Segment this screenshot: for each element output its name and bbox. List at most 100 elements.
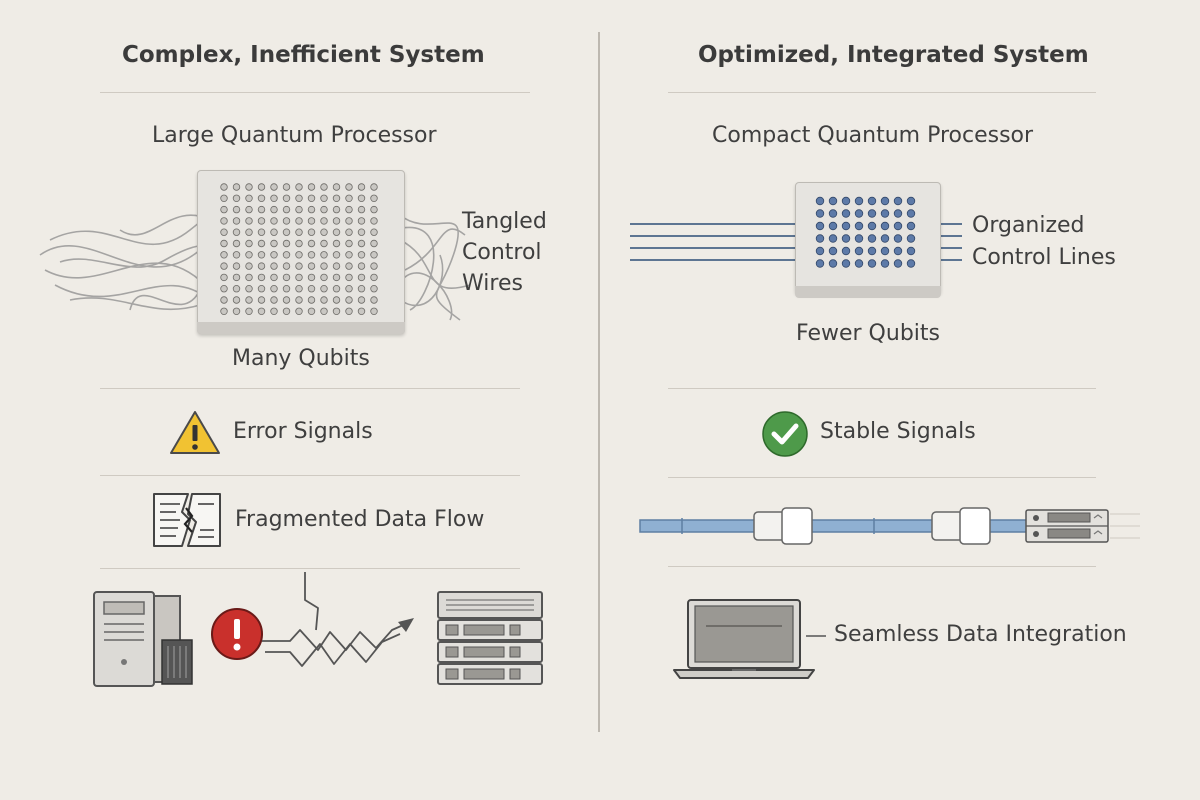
qubit-dot <box>320 239 328 248</box>
qubit-dot <box>345 205 353 214</box>
left-rule-2 <box>100 388 520 389</box>
qubit-dot <box>906 259 916 268</box>
qubit-dot <box>245 262 253 270</box>
qubit-dot <box>295 183 303 191</box>
qubit-dot <box>220 273 228 282</box>
qubit-dot <box>257 262 266 270</box>
qubit-dot <box>880 221 890 231</box>
qubit-dot <box>370 217 378 225</box>
qubit-dot <box>370 251 378 259</box>
qubit-dot <box>232 307 241 315</box>
qubit-dot <box>282 262 291 270</box>
left-rule-3 <box>100 475 520 476</box>
qubit-dot <box>295 194 303 202</box>
qubit-dot <box>270 239 278 248</box>
qubit-dot <box>893 221 903 231</box>
qubit-dot <box>345 307 353 315</box>
qubit-dot <box>370 239 378 248</box>
qubit-dot <box>854 246 864 256</box>
qubit-dot <box>893 234 903 243</box>
qubit-dot <box>345 285 353 293</box>
qubit-dot <box>357 285 366 293</box>
qubit-dot <box>828 209 838 218</box>
qubit-dot <box>867 221 877 231</box>
qubit-dot <box>370 273 378 282</box>
qubit-dot <box>320 262 328 270</box>
qubit-dot <box>345 296 353 304</box>
qubit-dot <box>867 259 877 268</box>
qubit-dot <box>854 221 864 231</box>
qubit-dot <box>270 285 278 293</box>
qubit-dot <box>332 296 341 304</box>
qubit-dot <box>867 209 877 218</box>
qubit-dot <box>220 285 228 293</box>
qubit-dot <box>332 194 341 202</box>
tangled-wires-label: Tangled Control Wires <box>462 206 547 299</box>
qubit-dot <box>270 205 278 214</box>
qubit-dot <box>220 296 228 304</box>
right-processor-label: Compact Quantum Processor <box>712 123 1034 148</box>
qubit-dot <box>295 205 303 214</box>
qubit-dot <box>282 285 291 293</box>
qubit-dot <box>307 183 316 191</box>
qubit-dot <box>257 228 266 236</box>
qubit-dot <box>282 183 291 191</box>
qubit-dot <box>370 194 378 202</box>
qubit-dot <box>332 273 341 282</box>
left-processor-label: Large Quantum Processor <box>152 123 437 148</box>
qubit-dot <box>295 296 303 304</box>
qubit-dot <box>320 228 328 236</box>
seamless-data-integration-label: Seamless Data Integration <box>834 622 1127 647</box>
qubit-dot <box>854 196 864 206</box>
qubit-dot <box>220 205 228 214</box>
qubit-dot <box>295 285 303 293</box>
qubit-dot <box>370 228 378 236</box>
qubit-dot <box>270 307 278 315</box>
qubit-dot <box>893 259 903 268</box>
qubit-dot <box>282 205 291 214</box>
qubit-dot <box>245 205 253 214</box>
stable-signals-label: Stable Signals <box>820 419 976 444</box>
qubit-dot <box>854 234 864 243</box>
qubit-dot <box>245 239 253 248</box>
qubit-dot <box>257 285 266 293</box>
qubit-dot <box>307 262 316 270</box>
tangled-wires-label-line2: Control <box>462 240 542 265</box>
qubit-dot <box>307 307 316 315</box>
qubit-dot <box>307 239 316 248</box>
qubit-dot <box>270 217 278 225</box>
qubit-dot <box>332 217 341 225</box>
qubit-dot <box>282 217 291 225</box>
qubit-dot <box>332 205 341 214</box>
qubit-dot <box>232 228 241 236</box>
qubit-dot <box>257 239 266 248</box>
qubit-dot <box>307 228 316 236</box>
right-rule-3 <box>668 477 1096 478</box>
qubit-dot <box>295 251 303 259</box>
qubit-dot <box>332 262 341 270</box>
qubit-dot <box>270 183 278 191</box>
organized-lines-label-line2: Control Lines <box>972 245 1116 270</box>
qubit-dot <box>357 262 366 270</box>
qubit-dot <box>906 209 916 218</box>
qubit-dot <box>220 183 228 191</box>
qubit-dot <box>357 183 366 191</box>
qubit-dot <box>307 205 316 214</box>
qubit-dot <box>320 285 328 293</box>
qubit-dot <box>257 251 266 259</box>
qubit-dot <box>345 239 353 248</box>
qubit-dot <box>307 296 316 304</box>
error-signals-label: Error Signals <box>233 419 373 444</box>
qubit-dot <box>906 234 916 243</box>
qubit-dot <box>270 194 278 202</box>
qubit-dot <box>357 251 366 259</box>
qubit-dot <box>245 228 253 236</box>
qubit-dot <box>257 273 266 282</box>
qubit-dot <box>893 246 903 256</box>
qubit-dot <box>307 285 316 293</box>
compact-processor-base <box>795 286 941 298</box>
qubit-dot <box>854 259 864 268</box>
